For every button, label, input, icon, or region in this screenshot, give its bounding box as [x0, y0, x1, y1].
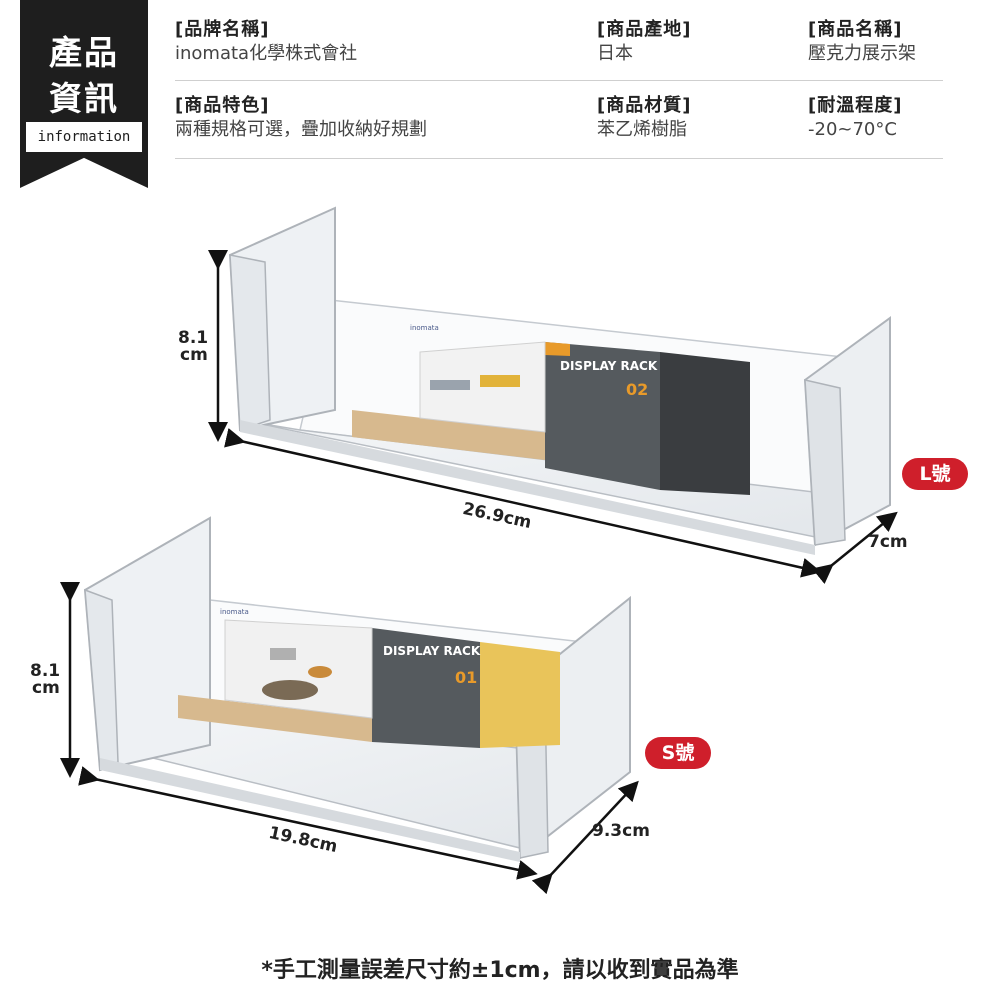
badge-line2: 資訊: [49, 79, 119, 118]
product-info-badge: 產品 資訊 information: [20, 0, 148, 188]
large-depth-label: 7cm: [868, 532, 908, 552]
large-size-tag: L號: [902, 458, 968, 490]
badge-sub: information: [26, 122, 142, 152]
temp-value: -20~70°C: [808, 119, 897, 140]
temp-block: [耐溫程度] -20~70°C: [808, 94, 902, 142]
small-depth-label: 9.3cm: [592, 821, 650, 841]
small-package-card: DISPLAY RACK 01 inomata: [178, 608, 560, 748]
small-package-title: DISPLAY RACK: [383, 644, 481, 658]
brand-label: [品牌名稱]: [175, 19, 270, 40]
small-height-value: 8.1: [30, 661, 61, 681]
material-label: [商品材質]: [597, 95, 692, 116]
feature-label: [商品特色]: [175, 95, 270, 116]
material-value: 苯乙烯樹脂: [597, 119, 687, 140]
divider: [175, 80, 943, 81]
small-height-unit: cm: [32, 678, 60, 698]
name-label: [商品名稱]: [808, 19, 903, 40]
brand-value: inomata化學株式會社: [175, 43, 358, 64]
large-package-num: 02: [626, 380, 648, 399]
dimension-lines: [60, 250, 898, 895]
brand-block: [品牌名稱] inomata化學株式會社: [175, 18, 357, 66]
large-rack: DISPLAY RACK 02 inomata: [228, 206, 891, 555]
small-package-num: 01: [455, 668, 477, 687]
name-block: [商品名稱] 壓克力展示架: [808, 18, 916, 66]
divider: [175, 158, 943, 159]
material-block: [商品材質] 苯乙烯樹脂: [597, 94, 691, 142]
temp-label: [耐溫程度]: [808, 95, 903, 116]
small-size-tag: S號: [645, 737, 711, 769]
large-height-value: 8.1: [178, 328, 209, 348]
origin-value: 日本: [597, 43, 633, 64]
measurement-disclaimer: *手工測量誤差尺寸約±1cm，請以收到實品為準: [261, 958, 739, 983]
small-rack: DISPLAY RACK 01 inomata: [83, 516, 631, 862]
feature-block: [商品特色] 兩種規格可選，疊加收納好規劃: [175, 94, 427, 142]
large-height-unit: cm: [180, 345, 208, 365]
small-logo: inomata: [220, 608, 249, 616]
feature-value: 兩種規格可選，疊加收納好規劃: [175, 119, 427, 140]
origin-label: [商品產地]: [597, 19, 692, 40]
name-value: 壓克力展示架: [808, 43, 916, 64]
origin-block: [商品產地] 日本: [597, 18, 691, 66]
large-package-title: DISPLAY RACK: [560, 359, 658, 373]
large-logo: inomata: [410, 324, 439, 332]
badge-line1: 產品: [49, 33, 119, 72]
